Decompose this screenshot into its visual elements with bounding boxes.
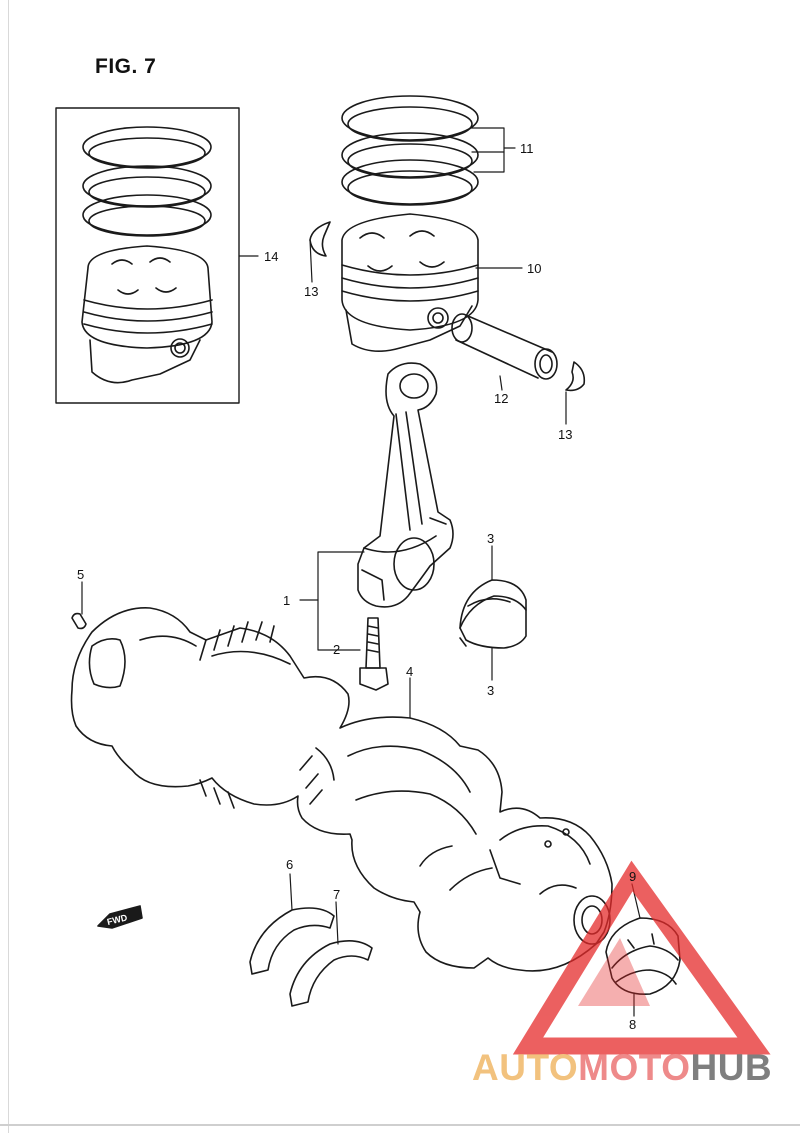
automotohub-logo [512,860,771,1055]
callout-10: 10 [527,261,542,276]
piston-set-illustration [81,126,213,384]
callout-6: 6 [286,857,294,872]
callout-14: 14 [264,249,279,264]
callout-3-upper: 3 [487,531,495,546]
rod-bearing-illustration [459,579,527,649]
leader-lines [81,127,641,1017]
thrust-washer-6 [249,907,335,975]
callout-1: 1 [283,593,291,608]
callout-11: 11 [520,141,534,156]
figure-title: FIG. 7 [95,55,157,78]
callout-13-upper: 13 [304,284,319,299]
automotohub-watermark: AUTOMOTOHUB [472,1048,772,1088]
main-bearing-illustration [605,917,681,995]
callout-4: 4 [406,664,414,679]
fwd-label: FWD [106,912,129,927]
callout-13-lower: 13 [558,427,573,442]
fwd-arrow-shape [97,905,143,929]
piston-pin-illustration [451,313,558,380]
piston-set-box [55,107,240,404]
piston-illustration [341,213,479,352]
piston-rings-illustration [341,95,479,206]
dowel-pin [71,612,87,630]
callout-3-lower: 3 [487,683,495,698]
watermark-auto: AUTO [472,1047,579,1088]
rod-bolt-illustration [359,617,389,691]
callout-12: 12 [494,391,509,406]
callout-8: 8 [629,1017,637,1032]
watermark-hub: HUB [690,1047,773,1088]
callout-7: 7 [333,887,341,902]
circlip-lower [565,361,586,392]
connecting-rod-illustration [357,362,454,608]
callout-9: 9 [629,869,637,884]
watermark-moto: MOTO [578,1047,691,1088]
callout-2: 2 [333,642,341,657]
thrust-washer-7 [289,940,373,1007]
circlip-upper [309,221,331,257]
callout-5: 5 [77,567,85,582]
crankshaft-illustration [70,607,613,972]
